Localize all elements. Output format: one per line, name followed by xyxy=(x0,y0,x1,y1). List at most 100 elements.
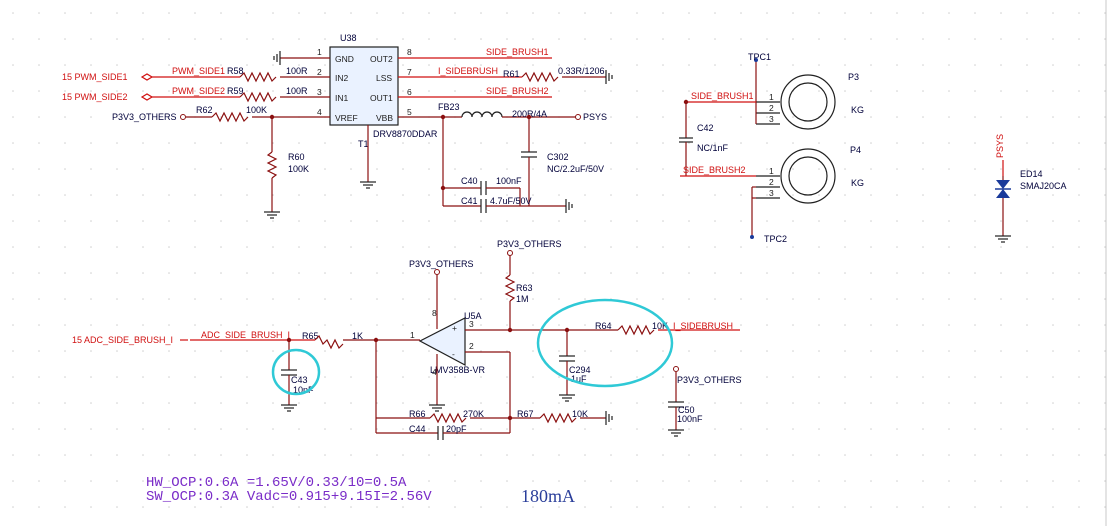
u38-pinnum-5: 5 xyxy=(407,107,412,117)
ed14-tvs[interactable]: PSYS ED14 SMAJ20CA xyxy=(995,134,1067,243)
c43-ref: C43 xyxy=(291,375,308,385)
u38-pin-out1: OUT1 xyxy=(370,93,393,103)
side-brush2-to-p4: SIDE_BRUSH2 xyxy=(680,165,756,177)
u38-pin-vbb: VBB xyxy=(376,113,393,123)
feedback-network: R66 270K R67 10K C44 20pF xyxy=(375,340,613,440)
u5a-opamp[interactable]: U5A LMV358B-VR + - 1 3 2 8 4 xyxy=(410,308,486,377)
p4-pin3: 3 xyxy=(769,188,774,198)
pwm-side1-net: 15 PWM_SIDE1 PWM_SIDE1 R58 100R xyxy=(62,66,330,83)
c294-ref: C294 xyxy=(569,365,591,375)
r65-ref: R65 xyxy=(302,331,319,341)
p4-pin2: 2 xyxy=(769,177,774,187)
vref-net: P3V3_OTHERS R62 100K R60 100K xyxy=(112,105,330,219)
r67-val: 10K xyxy=(572,409,588,419)
net-p3v3-r63: P3V3_OTHERS xyxy=(497,239,562,249)
tpc1-ref: TPC1 xyxy=(748,52,771,62)
u38-driver[interactable]: U38 DRV8870DDAR T1 GND IN2 IN1 VREF 1 2 … xyxy=(317,33,438,149)
p4-val: KG xyxy=(851,178,864,188)
net-adc-side-brush: ADC_SIDE_BRUSH_I xyxy=(201,330,290,340)
net-side-brush1: SIDE_BRUSH1 xyxy=(486,47,549,57)
c40-val: 100nF xyxy=(496,176,522,186)
u38-pinnum-6: 6 xyxy=(407,87,412,97)
port-pwm-side2[interactable]: 15 PWM_SIDE2 xyxy=(62,92,128,102)
r60-val: 100K xyxy=(288,164,309,174)
u5a-supply: P3V3_OTHERS xyxy=(409,259,474,412)
u38-pinnum-2: 2 xyxy=(317,67,322,77)
net-psys-vert: PSYS xyxy=(995,134,1005,158)
u38-pinnum-4: 4 xyxy=(317,107,322,117)
c294-val: 1uF xyxy=(571,374,587,384)
adc-output-net: 15 ADC_SIDE_BRUSH_I ADC_SIDE_BRUSH_I R65… xyxy=(72,330,420,412)
side-brush1-net: SIDE_BRUSH1 xyxy=(398,47,552,59)
pwm-side2-net: 15 PWM_SIDE2 PWM_SIDE2 R59 100R xyxy=(62,86,330,103)
highlight-c294-r64 xyxy=(536,298,674,388)
p3-val: KG xyxy=(851,105,864,115)
u38-pin-vref: VREF xyxy=(335,113,358,123)
ed14-ref: ED14 xyxy=(1020,169,1043,179)
r67-ref: R67 xyxy=(517,409,534,419)
r63-ref: R63 xyxy=(516,283,533,293)
c50-decoupling: P3V3_OTHERS C50 100nF xyxy=(668,366,742,437)
r62-ref: R62 xyxy=(196,105,213,115)
u38-pin-out2: OUT2 xyxy=(370,54,393,64)
r58-val: 100R xyxy=(286,66,308,76)
c302-val: NC/2.2uF/50V xyxy=(547,164,604,174)
r64-ref: R64 xyxy=(595,321,612,331)
net-pwm-side1: PWM_SIDE1 xyxy=(172,66,225,76)
net-pwm-side2: PWM_SIDE2 xyxy=(172,86,225,96)
highlight-c43 xyxy=(271,348,321,396)
fb23-ref: FB23 xyxy=(438,102,460,112)
c302-ref: C302 xyxy=(547,152,569,162)
u5a-part: LMV358B-VR xyxy=(430,365,486,375)
r59-ref: R59 xyxy=(227,86,244,96)
u38-pin-in1: IN1 xyxy=(335,93,349,103)
fb23-val: 200R/4A xyxy=(512,109,547,119)
u38-pinnum-8: 8 xyxy=(407,47,412,57)
net-side-brush1-p3: SIDE_BRUSH1 xyxy=(691,91,754,101)
p3-pin2: 2 xyxy=(769,103,774,113)
port-adc[interactable]: 15 ADC_SIDE_BRUSH_I xyxy=(72,335,173,345)
c41-val: 4.7uF/50V xyxy=(490,196,532,206)
c50-val: 100nF xyxy=(677,414,703,424)
p3-ref: P3 xyxy=(848,72,859,82)
r60-ref: R60 xyxy=(288,152,305,162)
note-current: 180mA xyxy=(521,486,575,506)
c40-ref: C40 xyxy=(461,176,478,186)
net-i-sidebrush-bottom: I_SIDEBRUSH xyxy=(673,321,733,331)
port-p3v3-left[interactable]: P3V3_OTHERS xyxy=(112,112,177,122)
p4-connector[interactable]: P4 KG 1 2 3 TPC2 xyxy=(750,145,864,244)
r63-pullup: P3V3_OTHERS R63 1M xyxy=(497,239,562,333)
r61-ref: R61 xyxy=(503,69,520,79)
tpc2-ref: TPC2 xyxy=(764,234,787,244)
net-side-brush2-p4: SIDE_BRUSH2 xyxy=(683,165,746,175)
u38-pinnum-1: 1 xyxy=(317,47,322,57)
r65-val: 1K xyxy=(352,331,363,341)
net-i-sidebrush: I_SIDEBRUSH xyxy=(438,66,498,76)
c50-ref: C50 xyxy=(678,405,695,415)
r64-val: 10K xyxy=(652,321,668,331)
port-psys[interactable]: PSYS xyxy=(583,112,607,122)
c41-ref: C41 xyxy=(461,196,478,206)
side-brush2-net: SIDE_BRUSH2 xyxy=(398,86,552,98)
u38-part: DRV8870DDAR xyxy=(373,129,438,139)
u5a-pin-out: 1 xyxy=(410,330,415,340)
r66-val: 270K xyxy=(463,409,484,419)
p3-pin1: 1 xyxy=(769,92,774,102)
port-pwm-side1[interactable]: 15 PWM_SIDE1 xyxy=(62,72,128,82)
u38-t1: T1 xyxy=(358,139,369,149)
note-sw-ocp: SW_OCP:0.3A Vadc=0.915+9.15I=2.56V xyxy=(146,489,432,505)
net-side-brush2: SIDE_BRUSH2 xyxy=(486,86,549,96)
p3-connector[interactable]: P3 KG 1 2 3 TPC1 xyxy=(748,52,864,130)
u5a-pin-plus: 3 xyxy=(469,319,474,329)
u38-pinnum-7: 7 xyxy=(407,67,412,77)
u5a-pin-minus: 2 xyxy=(469,341,474,351)
r61-val: 0.33R/1206 xyxy=(558,66,605,76)
side-brush1-to-p3: SIDE_BRUSH1 C42 NC/1nF xyxy=(679,91,756,176)
u38-body xyxy=(329,46,399,126)
u5a-plus-sign: + xyxy=(452,323,457,333)
net-p3v3-u5: P3V3_OTHERS xyxy=(409,259,474,269)
c42-ref: C42 xyxy=(697,123,714,133)
vbb-net: FB23 200R/4A PSYS C302 NC/2.2uF/50V C40 … xyxy=(398,102,607,213)
